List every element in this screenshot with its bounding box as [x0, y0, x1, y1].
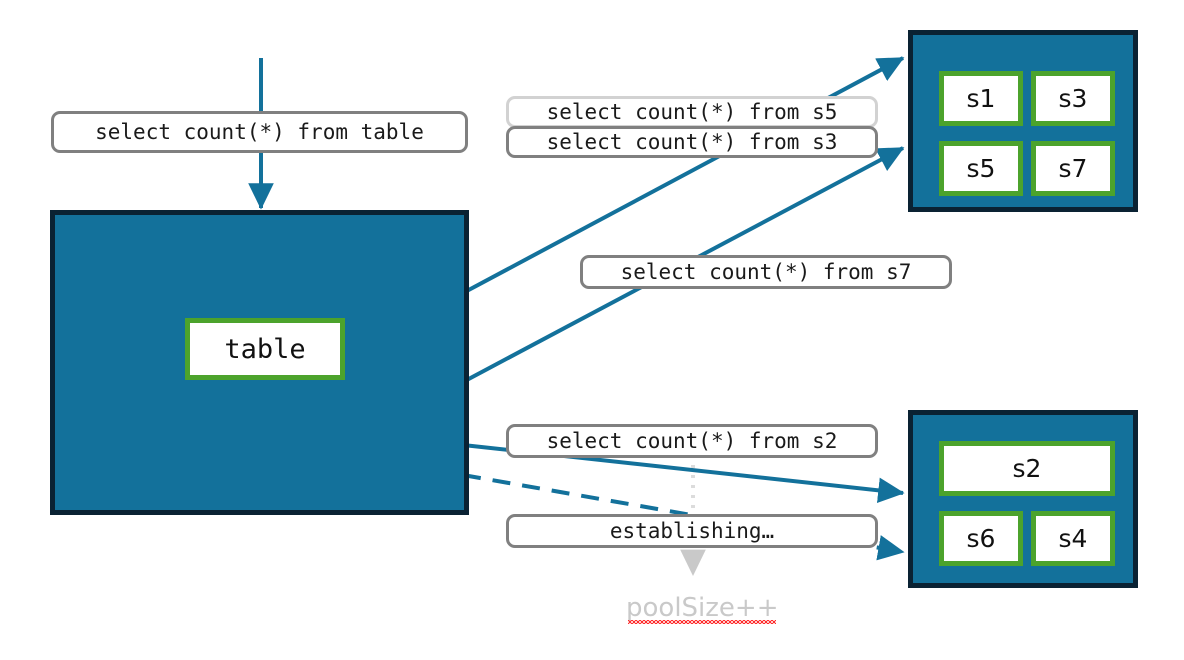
poolsize-counter-label: poolSize++ [626, 593, 779, 623]
node-s3[interactable]: s3 [1031, 71, 1115, 126]
node-table[interactable]: table [185, 318, 345, 380]
chip-select-s5[interactable]: select count(*) from s5 [506, 96, 878, 128]
node-s4-label: s4 [1058, 524, 1088, 553]
chip-select-s7[interactable]: select count(*) from s7 [580, 255, 952, 289]
table-panel[interactable]: table [50, 210, 469, 515]
chip-select-s3[interactable]: select count(*) from s3 [506, 126, 878, 158]
chip-select-s2-label: select count(*) from s2 [546, 429, 838, 453]
node-s7[interactable]: s7 [1031, 141, 1115, 196]
node-s2-label: s2 [1012, 454, 1042, 483]
node-s7-label: s7 [1058, 154, 1088, 183]
poolsize-counter-text: poolSize++ [626, 593, 779, 624]
spellcheck-underline [628, 620, 777, 624]
node-s6[interactable]: s6 [939, 511, 1023, 566]
chip-incoming-query-label: select count(*) from table [95, 120, 424, 144]
node-s5[interactable]: s5 [939, 141, 1023, 196]
chip-establishing[interactable]: establishing… [506, 514, 878, 548]
node-s1-label: s1 [966, 84, 996, 113]
chip-establishing-label: establishing… [609, 519, 775, 543]
chip-select-s2[interactable]: select count(*) from s2 [506, 424, 878, 458]
node-s1[interactable]: s1 [939, 71, 1023, 126]
pool-panel-bottom[interactable]: s2 s6 s4 [908, 410, 1138, 588]
node-table-label: table [224, 333, 306, 365]
pool-panel-top[interactable]: s1 s3 s5 s7 [908, 30, 1138, 212]
chip-select-s3-label: select count(*) from s3 [546, 130, 838, 154]
node-s6-label: s6 [966, 524, 996, 553]
node-s3-label: s3 [1058, 84, 1088, 113]
chip-incoming-query[interactable]: select count(*) from table [51, 111, 468, 153]
node-s4[interactable]: s4 [1031, 511, 1115, 566]
node-s2[interactable]: s2 [939, 441, 1115, 496]
chip-select-s5-label: select count(*) from s5 [546, 100, 838, 124]
chip-select-s7-label: select count(*) from s7 [620, 260, 912, 284]
node-s5-label: s5 [966, 154, 996, 183]
